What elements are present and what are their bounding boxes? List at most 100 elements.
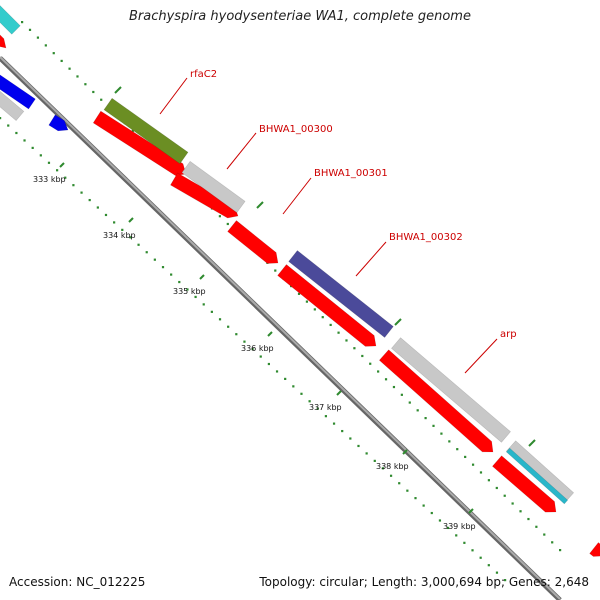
outer-tick-dot (321, 316, 324, 319)
outer-tick-dot (76, 75, 79, 78)
outer-tick-dot (44, 44, 47, 47)
topology-stats: Topology: circular; Length: 3,000,694 bp… (259, 575, 589, 589)
kbp-label: 338 kbp (376, 462, 409, 471)
outer-tick-dot (464, 455, 467, 459)
outer-tick-dot (337, 331, 340, 334)
inner-tick-dot (210, 310, 213, 313)
inner-tick-dot (39, 154, 42, 157)
gene-arp[interactable] (391, 337, 511, 443)
gene-label-leader (226, 132, 257, 170)
inner-tick-dot (129, 236, 132, 239)
inner-tick-dot (153, 258, 156, 261)
inner-tick-dot (0, 117, 2, 120)
inner-tick-dot (300, 392, 303, 395)
outer-tick-dot (424, 417, 427, 420)
gene-rfaC2[interactable] (103, 97, 189, 165)
inner-tick-dot (145, 251, 148, 254)
gene-label-leader (464, 338, 498, 374)
inner-tick-dot (324, 415, 328, 418)
red-cds-5[interactable] (378, 349, 494, 453)
kbp-tick (128, 217, 134, 223)
cyan-feature-top-left[interactable] (0, 4, 21, 35)
gene-labels: rfaC2BHWA1_00300BHWA1_00301BHWA1_00302ar… (159, 69, 517, 374)
outer-tick-dot (100, 98, 103, 101)
gene-label: arp (500, 329, 517, 340)
outer-tick-dot (456, 448, 459, 451)
kbp-label: 339 kbp (443, 522, 476, 531)
inner-tick-dot (487, 564, 490, 567)
outer-tick-dot (60, 59, 63, 63)
inner-tick-dot (170, 273, 173, 276)
outer-tick-dot (361, 354, 364, 358)
inner-tick-dot (479, 556, 482, 559)
inner-tick-dot (227, 325, 230, 328)
kbp-tick (199, 274, 205, 280)
outer-tick-dot (305, 300, 309, 303)
inner-tick-dot (308, 400, 311, 403)
inner-tick-dot (202, 303, 205, 306)
blue-feature-top-left[interactable] (0, 73, 36, 110)
outer-tick-dot (543, 533, 546, 536)
outer-tick-dot (432, 424, 435, 427)
gene-label: BHWA1_00300 (259, 124, 333, 135)
outer-tick-dot (274, 269, 277, 272)
outer-tick-dot (353, 347, 356, 350)
inner-tick-dot (438, 519, 442, 522)
inner-tick-dot (284, 377, 287, 381)
red-cds-4[interactable] (277, 264, 377, 347)
kbp-label: 334 kbp (103, 231, 136, 240)
outer-tick-dot (313, 308, 316, 311)
inner-tick-dot (113, 221, 116, 224)
inner-tick-dot (161, 266, 165, 269)
gene-label: BHWA1_00301 (314, 168, 388, 179)
blue-small-feature[interactable] (48, 114, 69, 132)
red-cds-1[interactable] (92, 110, 187, 176)
inner-tick-dot (251, 348, 254, 351)
gene-BHWA1_00302[interactable] (288, 250, 394, 338)
inner-tick-dot (235, 333, 238, 336)
inner-tick-dot (218, 318, 222, 321)
inner-tick-dot (186, 288, 189, 291)
inner-tick-dot (194, 295, 197, 299)
red-cds-3[interactable] (227, 220, 279, 264)
outer-tick-dot (226, 222, 229, 226)
inner-tick-dot (463, 541, 466, 544)
outer-tick-dot (479, 471, 483, 474)
inner-tick-dot (357, 444, 360, 448)
inner-tick-dot (398, 482, 401, 485)
gene-label-leader (282, 177, 312, 215)
inner-tick-dot (178, 280, 181, 284)
inner-tick-dot (430, 511, 433, 515)
outer-tick-dot (131, 129, 134, 132)
kbp-tick (59, 162, 65, 168)
outer-tick-dot (487, 479, 490, 482)
inner-tick-dot (96, 206, 99, 209)
outer-tick-dot (28, 28, 32, 31)
grey-feature-top-left[interactable] (0, 89, 25, 122)
gene-label-leader (159, 77, 188, 115)
inner-tick-dot (455, 534, 458, 537)
red-cds-edge[interactable] (589, 542, 600, 557)
outer-tick-dot (21, 21, 24, 24)
cyan-overlap-feature[interactable] (505, 447, 569, 505)
kbp-tick (267, 331, 273, 337)
inner-tick-dot (316, 407, 319, 410)
gene-label: BHWA1_00302 (389, 232, 463, 243)
red-feature-top-left[interactable] (0, 34, 7, 49)
outer-tick-dot (92, 90, 95, 94)
inner-tick-dot (121, 228, 124, 231)
gene-label-leader (355, 241, 387, 277)
red-cds-6[interactable] (491, 455, 557, 513)
outer-tick-dot (84, 83, 87, 86)
gene-BHWA1_00300[interactable] (181, 160, 246, 214)
inner-tick-dot (422, 504, 425, 507)
gene-label: rfaC2 (190, 69, 217, 80)
outer-tick-dot (495, 486, 498, 490)
inner-tick-dot (341, 429, 344, 433)
outer-tick-dot (36, 36, 40, 39)
inner-tick-dot (64, 176, 67, 179)
inner-tick-dot (275, 370, 279, 373)
outer-tick-dot (384, 378, 388, 381)
outer-tick-dot (52, 52, 55, 55)
